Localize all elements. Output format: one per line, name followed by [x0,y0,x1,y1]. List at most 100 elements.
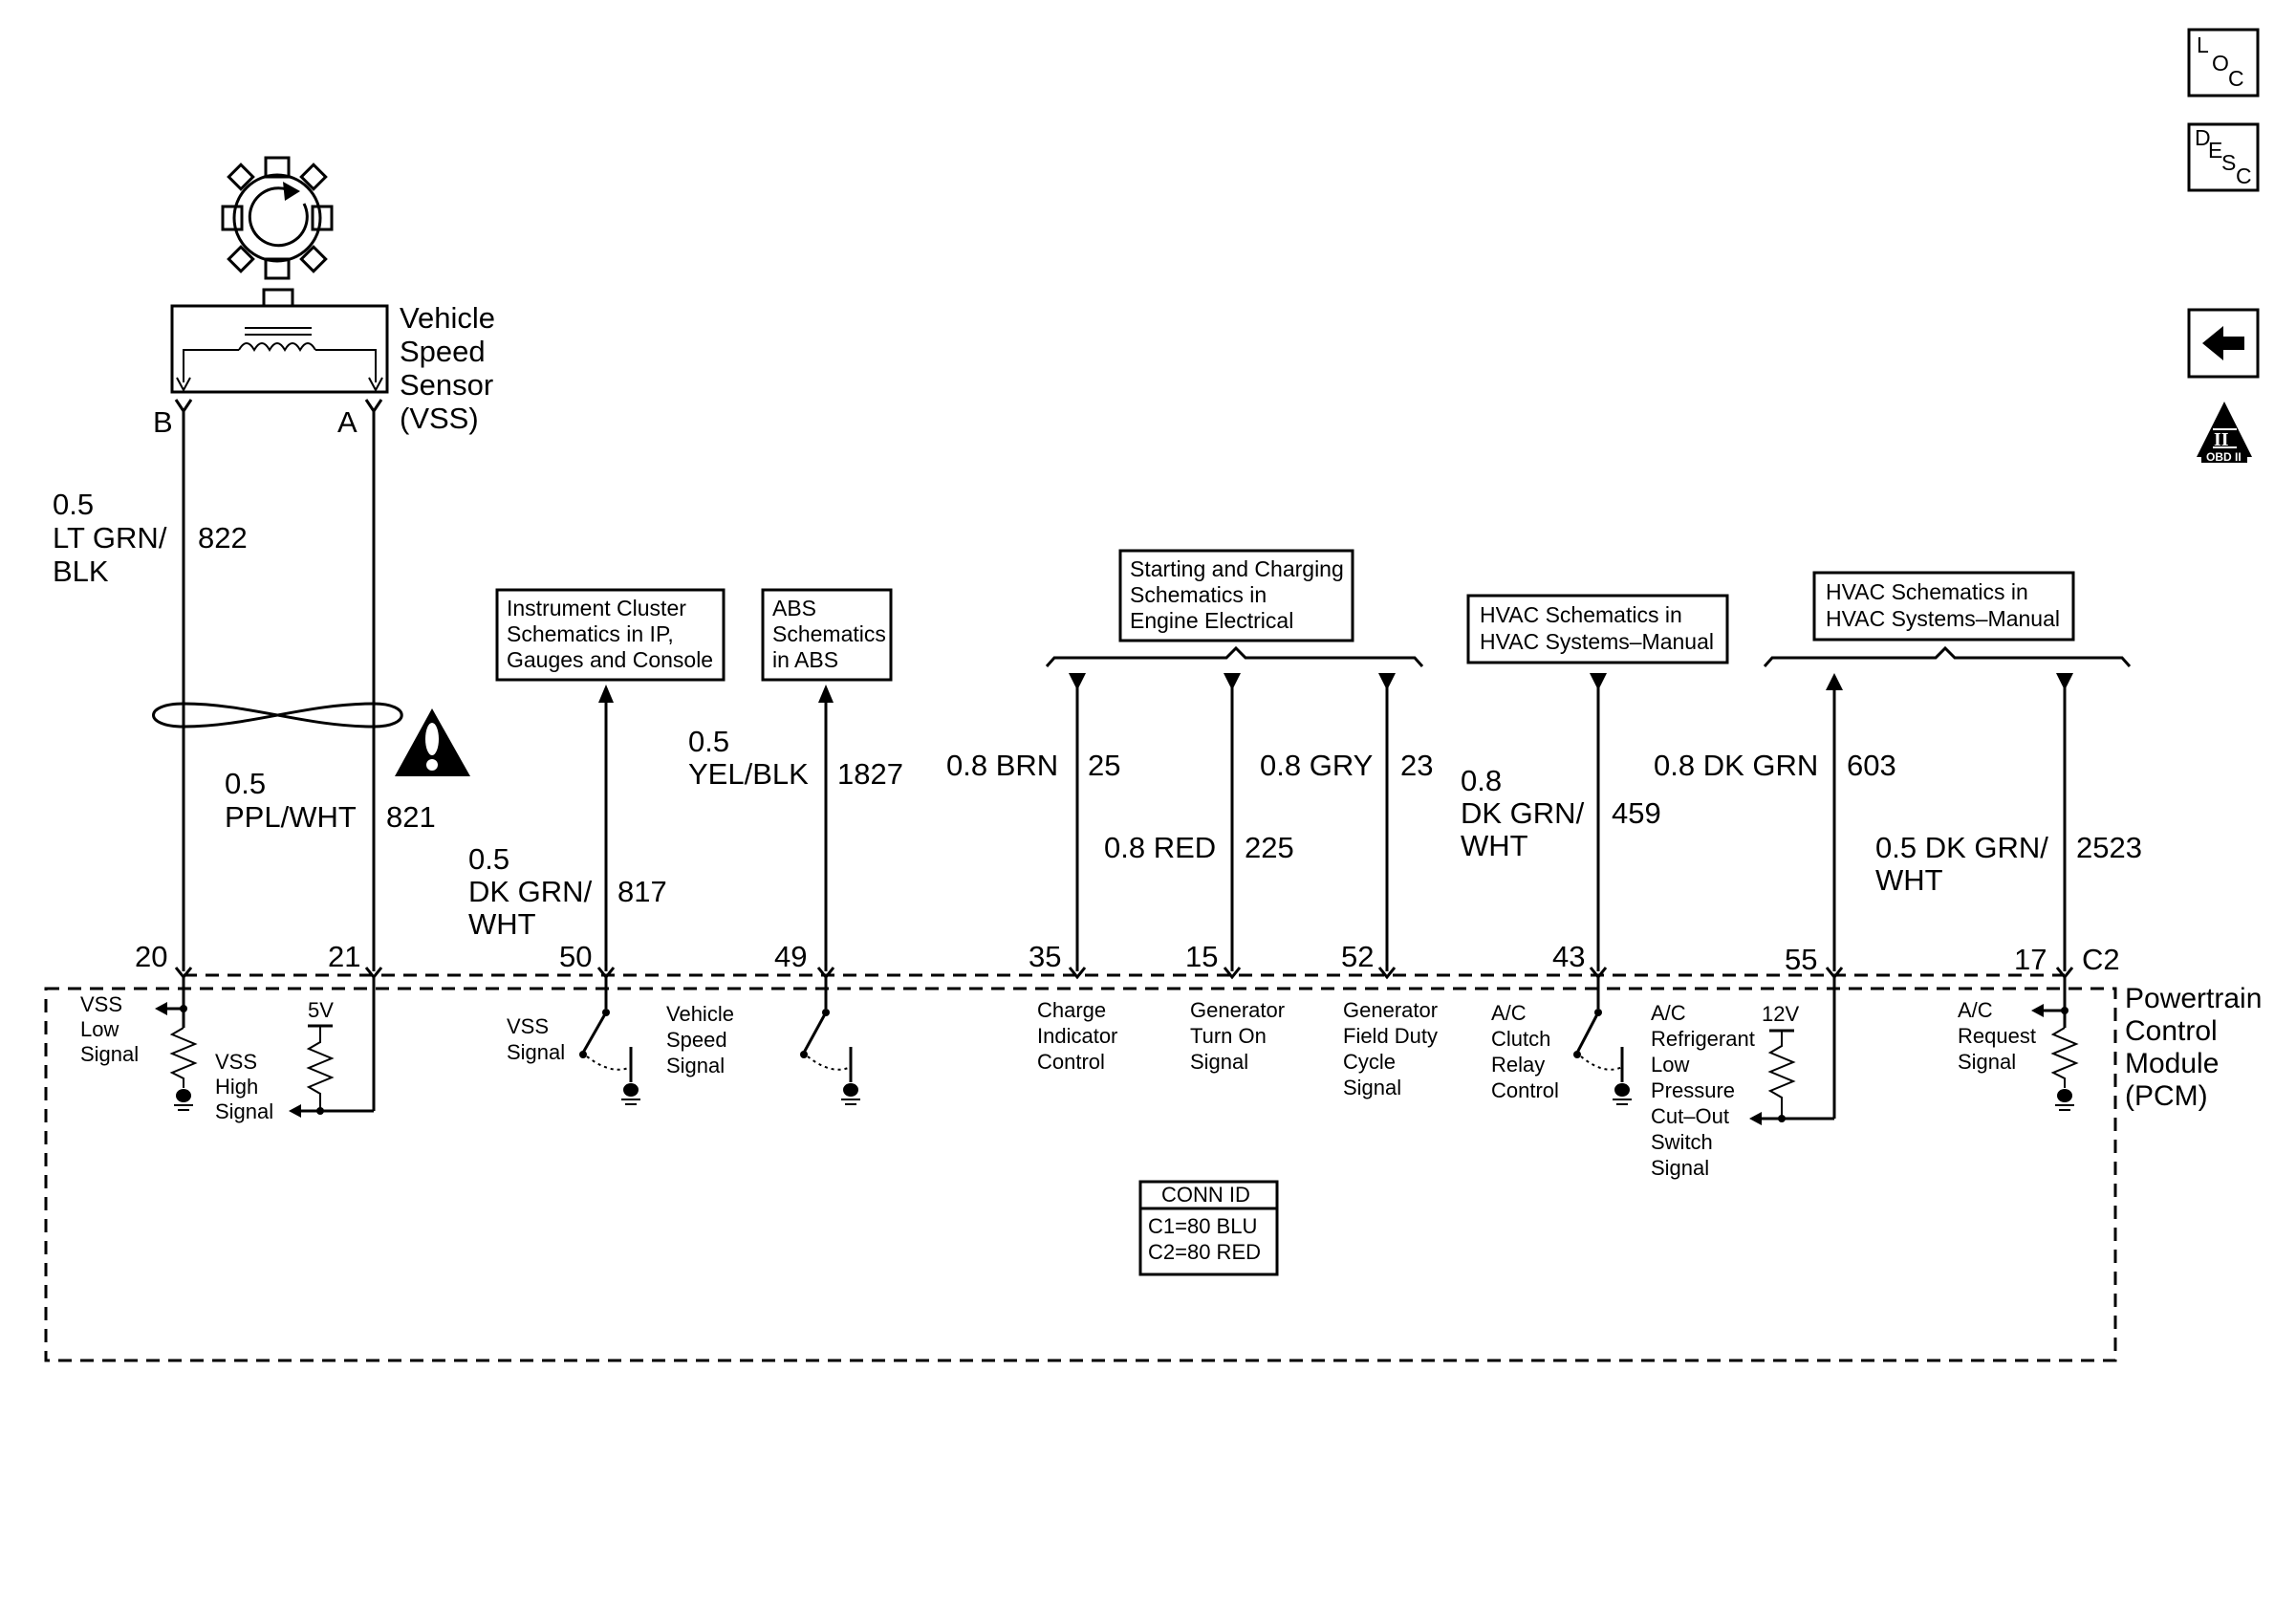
svg-text:L: L [2197,33,2209,57]
svg-text:Signal: Signal [1190,1050,1248,1074]
sensor-pin-a: A [337,405,357,439]
svg-text:Field Duty: Field Duty [1343,1024,1438,1048]
reference-box-starting-charging[interactable]: Starting and Charging Schematics in Engi… [1118,549,1354,642]
twisted-pair-symbol [152,702,403,729]
label-vss-signal: VSS Signal [507,1014,565,1064]
svg-text:0.8 DK GRN: 0.8 DK GRN [1654,749,1818,782]
svg-text:Generator: Generator [1343,998,1438,1022]
svg-text:Module: Module [2125,1048,2219,1079]
svg-text:Signal: Signal [1651,1156,1709,1180]
label-charge-indicator-control: Charge Indicator Control [1037,998,1117,1074]
svg-text:Gauges and Console: Gauges and Console [507,647,713,672]
reference-box-instrument-cluster[interactable]: Instrument Cluster Schematics in IP, Gau… [495,588,726,682]
ac-request-circuit [2031,977,2079,1111]
arrow-up-603 [1826,673,1843,690]
svg-text:C: C [2236,163,2252,188]
svg-text:35: 35 [1029,940,1061,973]
wire-label-2523: 0.5 DK GRN/ WHT 2523 [1875,831,2142,897]
wire-label-817: 0.5 DK GRN/ WHT 817 [468,842,667,941]
svg-text:D: D [2195,125,2211,150]
svg-text:HVAC Systems–Manual: HVAC Systems–Manual [1480,629,1714,654]
label-5v: 5V [308,998,334,1022]
svg-text:15: 15 [1185,940,1218,973]
wire-label-225: 0.8 RED 225 [1104,831,1294,864]
svg-text:VSS: VSS [215,1050,257,1074]
ac-clutch-relay-switch [1573,977,1632,1105]
svg-text:43: 43 [1552,940,1585,973]
svg-text:II: II [2214,429,2229,450]
label-ac-clutch-relay-control: A/C Clutch Relay Control [1491,1001,1559,1102]
svg-text:LT GRN/: LT GRN/ [53,521,167,555]
wire-label-822: 0.5 LT GRN/ BLK 822 [53,488,248,588]
svg-text:Sensor: Sensor [400,368,493,402]
svg-text:Signal: Signal [507,1040,565,1064]
label-vss-high-signal: VSS High Signal [215,1050,273,1123]
arrow-left-icon [2202,326,2244,360]
svg-text:VSS: VSS [507,1014,549,1038]
svg-text:20: 20 [135,940,167,973]
back-arrow-button[interactable] [2187,308,2260,379]
svg-text:55: 55 [1785,943,1817,976]
reference-box-hvac-1[interactable]: HVAC Schematics in HVAC Systems–Manual [1466,594,1729,664]
desc-button[interactable]: D E S C [2187,122,2260,192]
svg-text:Refrigerant: Refrigerant [1651,1027,1755,1051]
loc-button[interactable]: L O C [2187,28,2260,98]
svg-text:225: 225 [1245,831,1294,864]
svg-text:BLK: BLK [53,555,109,588]
label-12v: 12V [1762,1002,1799,1026]
wire-label-821: 0.5 PPL/WHT 821 [225,767,436,834]
svg-text:HVAC Systems–Manual: HVAC Systems–Manual [1826,606,2060,631]
svg-text:50: 50 [559,940,592,973]
svg-text:PPL/WHT: PPL/WHT [225,800,357,834]
svg-text:Clutch: Clutch [1491,1027,1550,1051]
svg-text:52: 52 [1341,940,1374,973]
caution-icon [395,708,470,776]
obd-ii-icon[interactable]: II OBD II [2197,402,2252,464]
svg-text:WHT: WHT [1461,829,1528,862]
arrow-down-25 [1069,673,1086,690]
svg-text:WHT: WHT [1875,863,1943,897]
label-generator-turn-on-signal: Generator Turn On Signal [1190,998,1285,1074]
wire-label-25: 0.8 BRN 25 [946,749,1120,782]
svg-text:822: 822 [198,521,248,555]
label-vss-low-signal: VSS Low Signal [80,992,139,1066]
svg-text:HVAC Schematics in: HVAC Schematics in [1480,602,1682,627]
wire-label-23: 0.8 GRY 23 [1260,749,1433,782]
arrow-up-817 [598,685,614,703]
svg-text:DK GRN/: DK GRN/ [468,875,593,908]
label-ac-request-signal: A/C Request Signal [1958,998,2036,1074]
svg-text:C1=80 BLU: C1=80 BLU [1148,1214,1257,1238]
brace-charging [1045,645,1424,667]
reference-box-hvac-2[interactable]: HVAC Schematics in HVAC Systems–Manual [1812,571,2075,642]
svg-text:23: 23 [1400,749,1433,782]
svg-text:OBD II: OBD II [2206,450,2242,464]
pcm-module-boundary [44,987,2117,1362]
svg-text:25: 25 [1088,749,1120,782]
vss-high-circuit [289,977,376,1118]
svg-text:ABS: ABS [772,596,816,620]
label-ac-refrigerant-low-pressure: A/C Refrigerant Low Pressure Cut–Out Swi… [1651,1001,1755,1180]
svg-text:VSS: VSS [80,992,122,1016]
svg-text:Engine Electrical: Engine Electrical [1130,608,1293,633]
svg-text:Schematics in: Schematics in [1130,582,1267,607]
sensor-stem [262,288,294,308]
wire-label-1827: 0.5 YEL/BLK 1827 [688,725,903,791]
svg-text:Switch: Switch [1651,1130,1713,1154]
reference-box-abs[interactable]: ABS Schematics in ABS [761,588,893,682]
svg-text:Vehicle: Vehicle [400,301,495,335]
svg-text:Cut–Out: Cut–Out [1651,1104,1729,1128]
svg-text:0.5 DK GRN/: 0.5 DK GRN/ [1875,831,2048,864]
svg-text:DK GRN/: DK GRN/ [1461,796,1585,830]
svg-text:817: 817 [617,875,667,908]
arrow-up-1827 [818,685,834,703]
svg-text:17: 17 [2014,943,2047,976]
svg-text:1827: 1827 [837,757,903,791]
svg-text:Generator: Generator [1190,998,1285,1022]
svg-text:Speed: Speed [666,1028,727,1052]
svg-text:Request: Request [1958,1024,2036,1048]
speed-sensor-rotor-icon [221,156,334,280]
svg-text:Turn On: Turn On [1190,1024,1267,1048]
svg-text:603: 603 [1847,749,1896,782]
svg-text:Relay: Relay [1491,1053,1545,1077]
